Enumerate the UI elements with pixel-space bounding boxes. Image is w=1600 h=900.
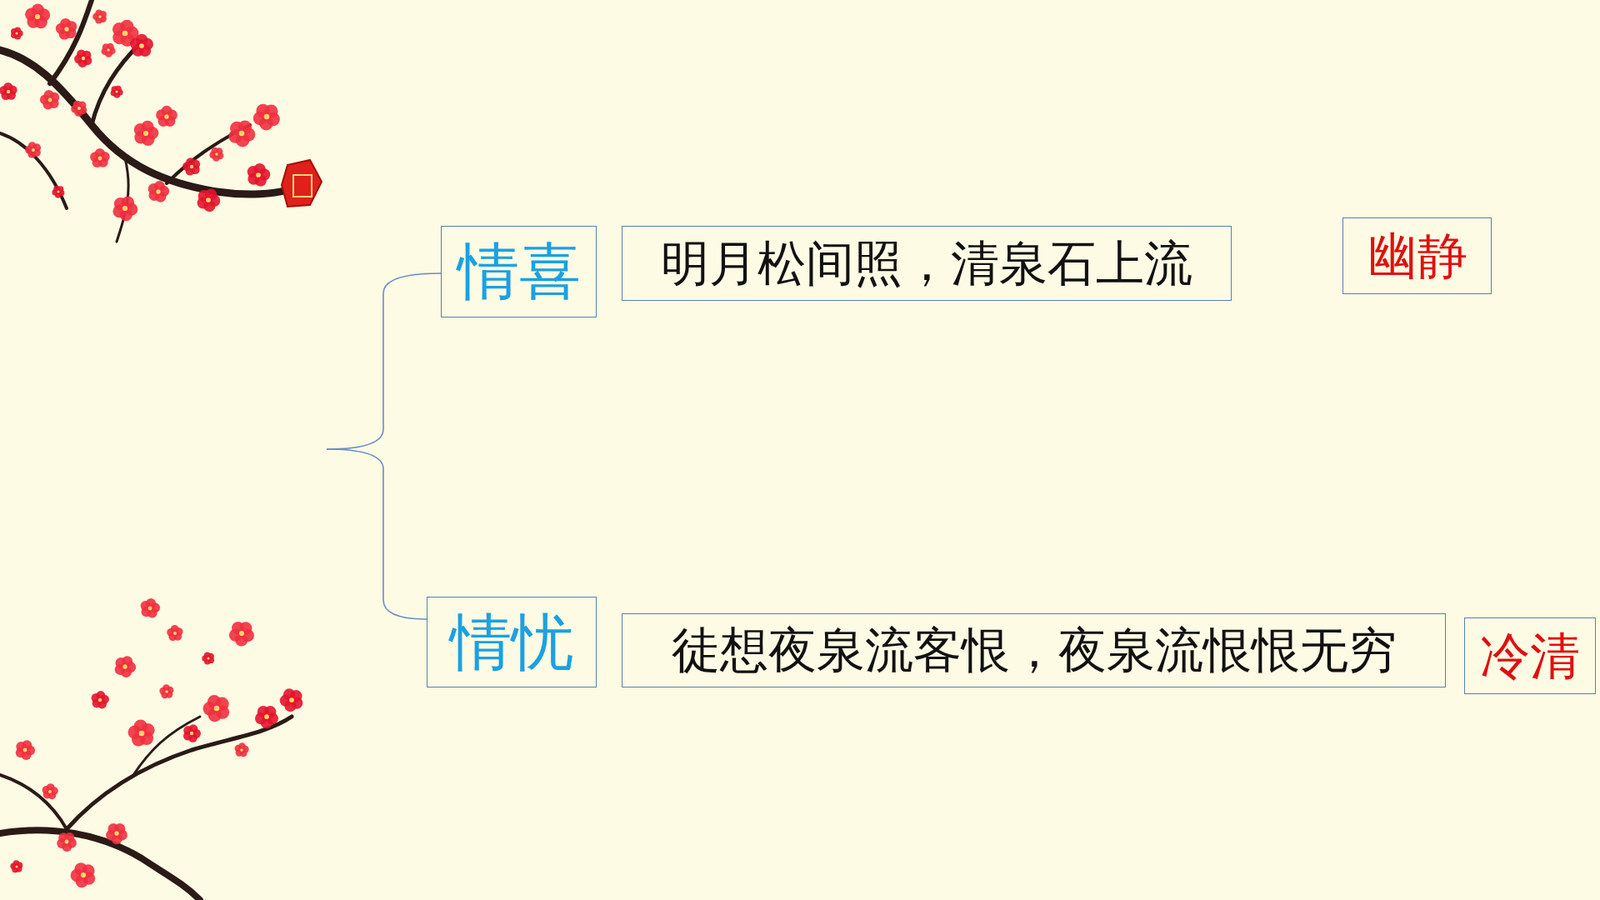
bracket [326,449,427,620]
node-text: 情喜 [457,235,581,307]
node-text: 徒想夜泉流客恨，夜泉流恨恨无穷 [671,622,1397,679]
category-box: 情忧 [426,596,597,688]
verse-box: 明月松间照，清泉石上流 [621,225,1232,301]
node-text: 冷清 [1480,627,1580,685]
mood-box: 冷清 [1464,617,1596,695]
plum-blossoms [0,4,303,889]
verse-box: 徒想夜泉流客恨，夜泉流恨恨无穷 [621,613,1446,688]
plum-branch [0,716,292,900]
node-text: 幽静 [1367,227,1468,285]
bracket [326,273,441,450]
mood-box: 幽静 [1342,217,1492,295]
node-text: 明月松间照，清泉石上流 [660,235,1193,292]
seal-ornament [281,160,322,207]
plum-branch [0,0,288,242]
category-box: 情喜 [440,225,597,318]
node-text: 情忧 [450,606,574,678]
